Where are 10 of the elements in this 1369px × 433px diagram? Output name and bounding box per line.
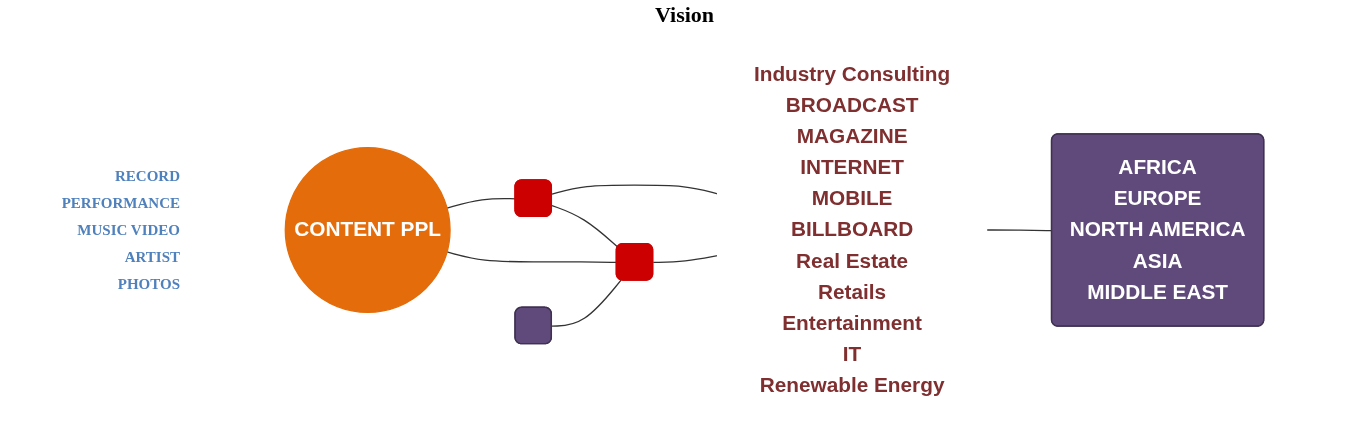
connector [551,279,622,327]
node-text: Industry Consulting BROADCAST MAGAZINE INTERNET MOBILE BILLBOARD Real Estate Retails Entertainment IT Renewable Energy [753,62,951,397]
node-circle: CONTENT PPL [284,146,451,314]
category-label: MUSIC VIDEO [76,221,180,239]
category-label: PHOTOS [116,275,180,293]
category-label: ARTIST [123,248,180,266]
category-label: PERFORMANCE [60,194,180,212]
title: Vision [653,1,716,29]
connector [551,204,619,248]
category-label: RECORD [114,167,180,185]
